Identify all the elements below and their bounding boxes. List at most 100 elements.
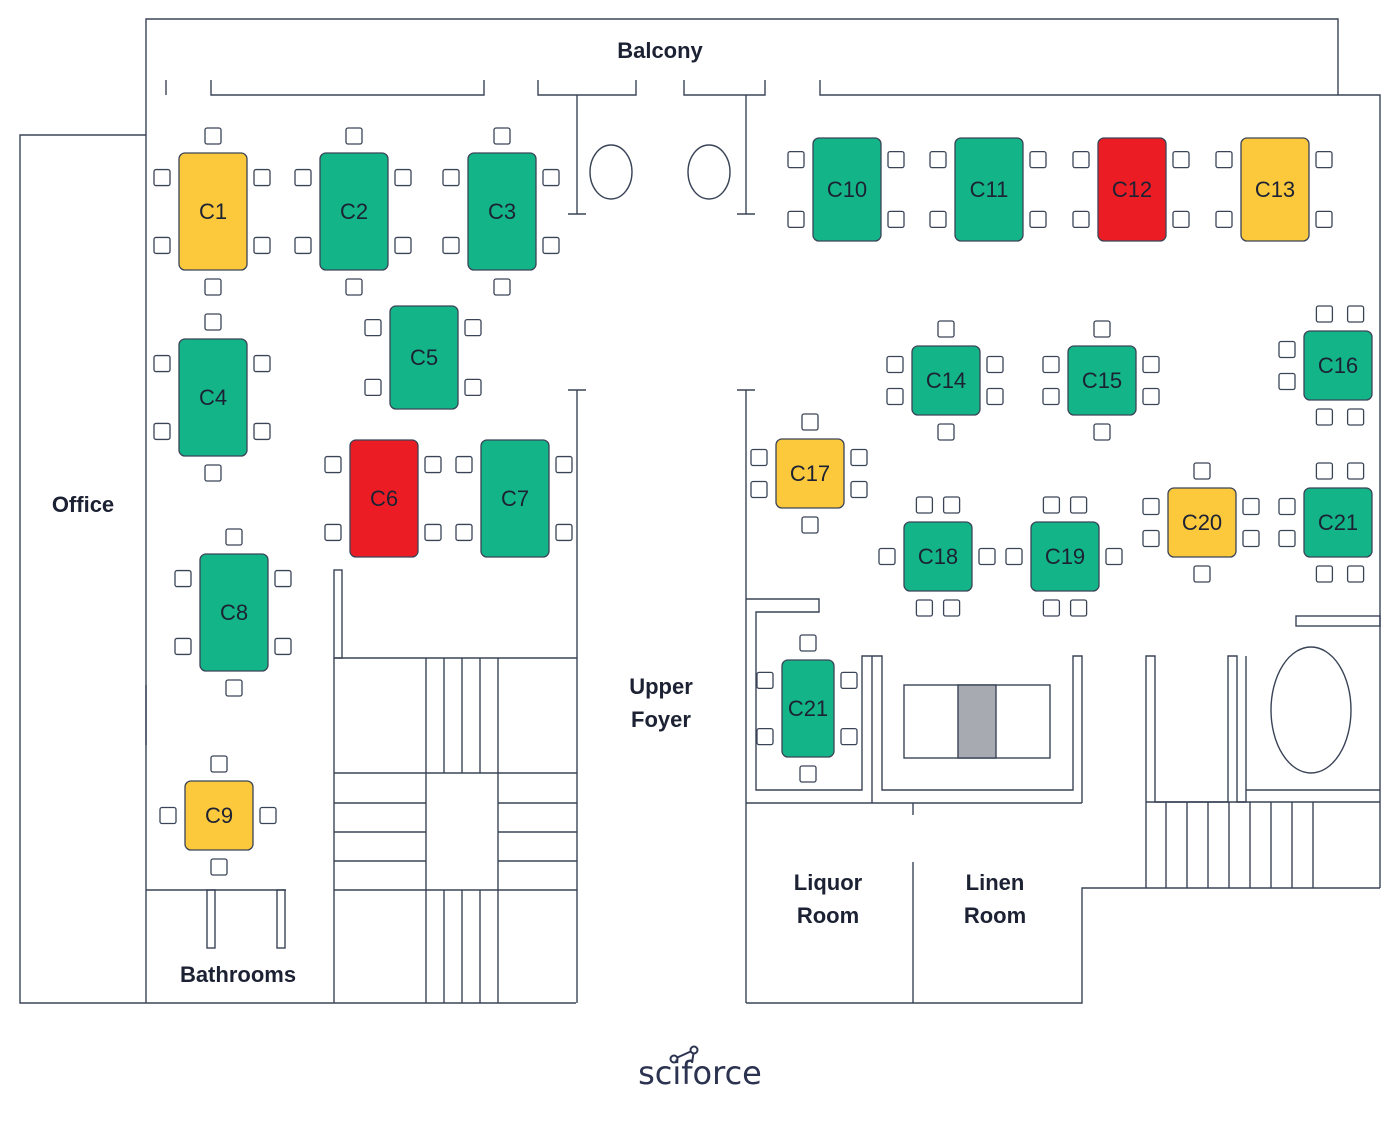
table-c21-group[interactable]: C21: [756, 634, 858, 783]
table-c8-group[interactable]: C8: [174, 528, 292, 697]
table-label: C20: [1182, 510, 1222, 535]
chair: [493, 278, 511, 296]
table-c8[interactable]: [199, 553, 269, 672]
table-c5-group[interactable]: C5: [364, 305, 482, 410]
chair: [153, 168, 171, 187]
chair: [1346, 565, 1365, 583]
chair: [1193, 462, 1211, 480]
chair: [225, 679, 243, 697]
chair: [364, 378, 382, 397]
table-c18-group[interactable]: C18: [878, 496, 996, 617]
table-c3-group[interactable]: C3: [442, 127, 560, 296]
table-c17-group[interactable]: C17: [750, 413, 868, 534]
liquor-room-label-line1: Liquor: [794, 870, 863, 895]
table-c13-group[interactable]: C13: [1215, 137, 1333, 242]
table-c15[interactable]: [1067, 345, 1137, 416]
chair: [294, 236, 312, 255]
chair: [1029, 210, 1047, 229]
table-c12-group[interactable]: C12: [1072, 137, 1190, 242]
sciforce-logo: sciforce: [638, 1045, 762, 1092]
table-c13[interactable]: [1240, 137, 1310, 242]
chair: [345, 278, 363, 296]
chair: [799, 634, 817, 652]
chair: [1069, 599, 1088, 617]
table-c14[interactable]: [911, 345, 981, 416]
table-c17[interactable]: [775, 438, 845, 509]
chair: [174, 569, 192, 588]
chair: [915, 599, 934, 617]
upper-foyer-label-line2: Foyer: [631, 707, 691, 732]
table-c1[interactable]: [178, 152, 248, 271]
table-c19-group[interactable]: C19: [1005, 496, 1123, 617]
table-c2-group[interactable]: C2: [294, 127, 412, 296]
table-label: C16: [1318, 353, 1358, 378]
table-c20-group[interactable]: C20: [1142, 462, 1260, 583]
table-c9[interactable]: [184, 780, 254, 851]
chair: [787, 150, 805, 169]
chair: [364, 318, 382, 337]
table-c10-group[interactable]: C10: [787, 137, 905, 242]
chair: [886, 355, 904, 374]
chair: [1142, 497, 1160, 516]
table-label: C21: [1318, 510, 1358, 535]
chair: [493, 127, 511, 145]
table-c9-group[interactable]: C9: [159, 755, 277, 876]
table-c16[interactable]: [1303, 330, 1373, 401]
table-c21-group[interactable]: C21: [1278, 462, 1373, 583]
chair: [942, 599, 961, 617]
table-c2[interactable]: [319, 152, 389, 271]
chair: [929, 150, 947, 169]
chair: [210, 755, 228, 773]
table-label: C6: [370, 486, 398, 511]
table-c21[interactable]: [1303, 487, 1373, 558]
table-c15-group[interactable]: C15: [1042, 320, 1160, 441]
table-c21[interactable]: [781, 659, 835, 758]
chair: [294, 168, 312, 187]
table-c20[interactable]: [1167, 487, 1237, 558]
table-c19[interactable]: [1030, 521, 1100, 592]
table-c7[interactable]: [480, 439, 550, 558]
chair: [253, 168, 271, 187]
table-c6[interactable]: [349, 439, 419, 558]
chair: [324, 455, 342, 474]
chair: [542, 168, 560, 187]
chair: [801, 413, 819, 431]
chair: [1242, 529, 1260, 548]
chair: [1315, 150, 1333, 169]
chair: [210, 858, 228, 876]
table-c11[interactable]: [954, 137, 1024, 242]
logo-text: sciforce: [638, 1054, 762, 1092]
chair: [1315, 565, 1334, 583]
chair: [174, 637, 192, 656]
chair: [840, 727, 858, 746]
table-c4-group[interactable]: C4: [153, 313, 271, 482]
chair: [801, 516, 819, 534]
chair: [1093, 320, 1111, 338]
chair: [204, 313, 222, 331]
chair: [464, 318, 482, 337]
table-c7-group[interactable]: C7: [455, 439, 573, 558]
chair: [978, 547, 996, 566]
balcony-label: Balcony: [617, 38, 703, 63]
chair: [915, 496, 934, 514]
table-c5[interactable]: [389, 305, 459, 410]
table-c18[interactable]: [903, 521, 973, 592]
chair: [986, 355, 1004, 374]
table-c16-group[interactable]: C16: [1278, 305, 1373, 426]
table-c6-group[interactable]: C6: [324, 439, 442, 558]
table-c1-group[interactable]: C1: [153, 127, 271, 296]
table-c4[interactable]: [178, 338, 248, 457]
chair: [750, 448, 768, 467]
table-c10[interactable]: [812, 137, 882, 242]
liquor-room-label-line2: Room: [797, 903, 859, 928]
chair: [259, 806, 277, 825]
table-c11-group[interactable]: C11: [929, 137, 1047, 242]
table-c3[interactable]: [467, 152, 537, 271]
chair: [1315, 210, 1333, 229]
chair: [937, 320, 955, 338]
table-c14-group[interactable]: C14: [886, 320, 1004, 441]
table-c12[interactable]: [1097, 137, 1167, 242]
chair: [1142, 387, 1160, 406]
